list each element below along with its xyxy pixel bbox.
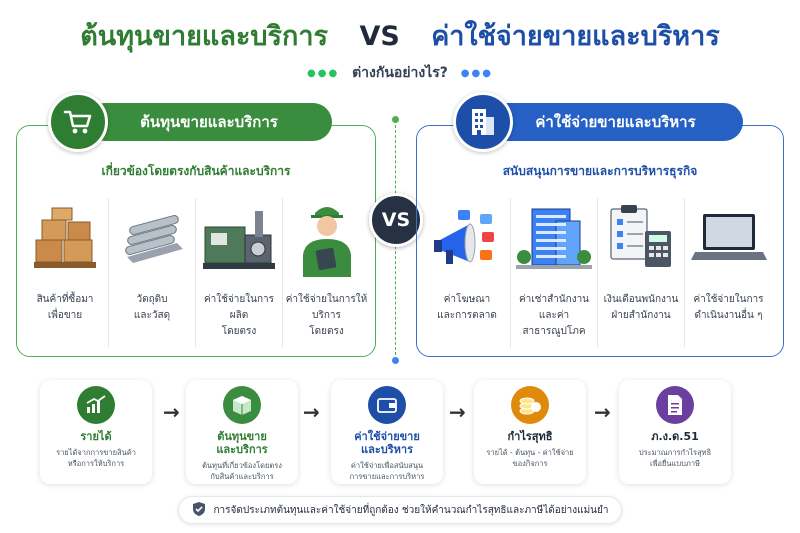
flow-card-cost: ต้นทุนขาย และบริการ ต้นทุนที่เกี่ยวข้องโ…: [186, 380, 298, 484]
list-item: ค่าเช่าสำนักงาน และค่าสาธารณูปโภค: [511, 198, 598, 348]
card-title: รายได้: [80, 430, 112, 443]
list-item: วัตถุดิบ และวัสดุ: [109, 198, 196, 348]
card-title: กำไรสุทธิ: [507, 430, 553, 443]
footer-note: การจัดประเภทต้นทุนและค่าใช้จ่ายที่ถูกต้อ…: [178, 496, 622, 524]
worker-icon: [287, 198, 367, 278]
coins-icon: [511, 386, 549, 424]
footer-text: การจัดประเภทต้นทุนและค่าใช้จ่ายที่ถูกต้อ…: [213, 504, 609, 516]
flow-card-tax: ภ.ง.ด.51 ประมาณการกำไรสุทธิ เพื่อยื่นแบบ…: [619, 380, 731, 484]
item-label: ค่าโฆษณา และการตลาด: [437, 294, 497, 321]
tax-document-icon: [656, 386, 694, 424]
left-panel-subheading: เกี่ยวข้องโดยตรงกับสินค้าและบริการ: [101, 164, 291, 178]
card-desc: ต้นทุนที่เกี่ยวข้องโดยตรง กับสินค้าและบร…: [202, 461, 282, 481]
list-item: สินค้าที่ซื้อมา เพื่อขาย: [22, 198, 109, 348]
wallet-icon: [368, 386, 406, 424]
card-title: ภ.ง.ด.51: [651, 430, 699, 443]
item-label: สินค้าที่ซื้อมา เพื่อขาย: [36, 294, 94, 321]
machine-icon: [199, 198, 279, 278]
boxes-icon: [25, 198, 105, 278]
arrow-icon: →: [594, 400, 611, 424]
subtitle: ●●● ต่างกันอย่างไร? ●●●: [0, 62, 800, 84]
list-item: ค่าใช้จ่ายในการผลิต โดยตรง: [196, 198, 283, 348]
card-title: ค่าใช้จ่ายขาย และบริหาร: [354, 430, 420, 456]
arrow-icon: →: [449, 400, 466, 424]
item-label: ค่าใช้จ่ายในการ ดำเนินงานอื่น ๆ: [693, 294, 764, 321]
list-item: ค่าโฆษณา และการตลาด: [424, 198, 511, 348]
office-building-icon: [514, 198, 594, 278]
decor-dots-right: ●●●: [460, 67, 493, 79]
arrow-icon: →: [303, 400, 320, 424]
item-label: ค่าใช้จ่ายในการผลิต โดยตรง: [203, 294, 275, 337]
list-item: เงินเดือนพนักงาน ฝ่ายสำนักงาน: [598, 198, 685, 348]
megaphone-icon: [427, 198, 507, 278]
growth-chart-icon: [77, 386, 115, 424]
flow-card-expense: ค่าใช้จ่ายขาย และบริหาร ค่าใช้จ่ายเพื่อส…: [331, 380, 443, 484]
left-panel-heading: ต้นทุนขายและบริการ: [86, 103, 332, 141]
laptop-icon: [689, 198, 769, 278]
building-icon: [453, 92, 513, 152]
item-label: เงินเดือนพนักงาน ฝ่ายสำนักงาน: [603, 294, 679, 321]
right-items: ค่าโฆษณา และการตลาด ค่าเช่าสำนักงาน และค…: [424, 198, 772, 348]
flow-card-revenue: รายได้ รายได้จากการขายสินค้า หรือการให้บ…: [40, 380, 152, 484]
title-left: ต้นทุนขายและบริการ: [80, 21, 329, 52]
list-item: ค่าใช้จ่ายในการ ดำเนินงานอื่น ๆ: [685, 198, 772, 348]
subtitle-text: ต่างกันอย่างไร?: [352, 65, 448, 81]
title-vs: VS: [359, 21, 400, 52]
left-items: สินค้าที่ซื้อมา เพื่อขาย วัตถุดิบ และวัส…: [22, 198, 370, 348]
item-label: วัตถุดิบ และวัสดุ: [133, 294, 171, 321]
flow-card-profit: กำไรสุทธิ รายได้ - ต้นทุน - ค่าใช้จ่าย ข…: [474, 380, 586, 484]
right-panel-heading: ค่าใช้จ่ายขายและบริหาร: [488, 103, 743, 141]
arrow-icon: →: [163, 400, 180, 424]
card-title: ต้นทุนขาย และบริการ: [216, 430, 268, 456]
divider-dot-top: [392, 116, 399, 123]
title-right: ค่าใช้จ่ายขายและบริหาร: [431, 21, 720, 52]
steel-pipes-icon: [112, 198, 192, 278]
vs-badge: VS: [369, 193, 423, 247]
shield-check-icon: [192, 501, 206, 520]
divider-dot-bottom: [392, 357, 399, 364]
card-desc: ประมาณการกำไรสุทธิ เพื่อยื่นแบบภาษี: [638, 448, 712, 468]
box-icon: [223, 386, 261, 424]
item-label: ค่าเช่าสำนักงาน และค่าสาธารณูปโภค: [518, 294, 590, 337]
card-desc: รายได้จากการขายสินค้า หรือการให้บริการ: [56, 448, 136, 468]
item-label: ค่าใช้จ่ายในการให้บริการ โดยตรง: [285, 294, 368, 337]
payroll-icon: [601, 198, 681, 278]
decor-dots-left: ●●●: [307, 67, 340, 79]
card-desc: ค่าใช้จ่ายเพื่อสนับสนุน การขายและการบริห…: [349, 461, 425, 481]
right-panel-subheading: สนับสนุนการขายและการบริหารธุรกิจ: [502, 164, 698, 178]
cart-icon: [48, 92, 108, 152]
card-desc: รายได้ - ต้นทุน - ค่าใช้จ่าย ของกิจการ: [486, 448, 574, 468]
page-title: ต้นทุนขายและบริการ VS ค่าใช้จ่ายขายและบร…: [0, 14, 800, 57]
list-item: ค่าใช้จ่ายในการให้บริการ โดยตรง: [283, 198, 370, 348]
